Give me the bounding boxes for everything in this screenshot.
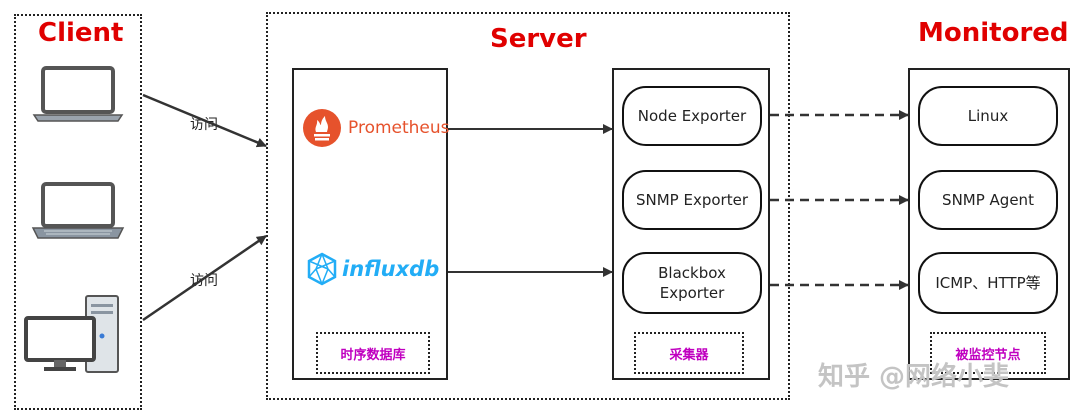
blackbox-exporter-node: Blackbox Exporter (622, 252, 762, 314)
snmp-agent-node: SNMP Agent (918, 170, 1058, 230)
influxdb-logo: influxdb (306, 252, 439, 286)
access-label-top: 访问 (190, 117, 218, 133)
laptop-icon (30, 182, 126, 244)
client-group (14, 14, 142, 410)
client-to-server-arrow-top (142, 93, 267, 148)
monitored-node-label: 被监控节点 (930, 332, 1046, 374)
monitored-title: Monitored (918, 18, 1069, 48)
node-exporter-node: Node Exporter (622, 86, 762, 146)
influxdb-label: influxdb (342, 257, 440, 281)
collector-label: 采集器 (634, 332, 744, 374)
laptop-icon (30, 66, 126, 128)
prometheus-label: Prometheus (348, 118, 450, 138)
access-label-bottom: 访问 (190, 273, 218, 289)
icmp-http-node: ICMP、HTTP等 (918, 252, 1058, 314)
prometheus-logo-icon (302, 108, 342, 148)
server-title: Server (490, 24, 587, 54)
client-title: Client (38, 18, 124, 48)
watermark: 知乎 @网络小斐 (818, 362, 1010, 392)
desktop-computer-icon (24, 294, 124, 380)
prometheus-logo: Prometheus (302, 108, 450, 148)
influxdb-logo-icon (306, 252, 338, 286)
client-to-server-arrow-bottom (142, 234, 267, 322)
tsdb-label: 时序数据库 (316, 332, 430, 374)
server-group (266, 12, 790, 400)
linux-node: Linux (918, 86, 1058, 146)
snmp-exporter-node: SNMP Exporter (622, 170, 762, 230)
